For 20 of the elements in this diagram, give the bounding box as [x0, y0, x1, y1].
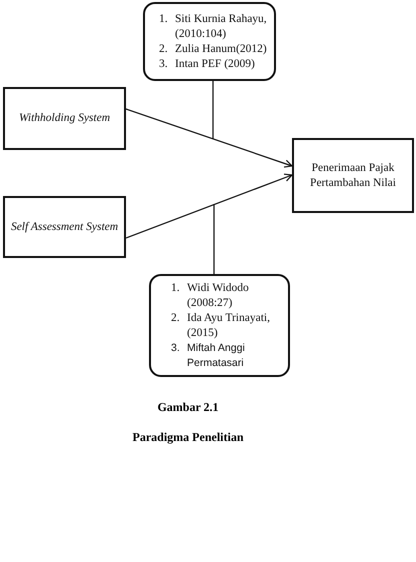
reference-box: [149, 274, 290, 377]
variable-box: [292, 138, 414, 213]
node-label: Penerimaan Pajak Pertambahan Nilai: [309, 160, 397, 190]
variable-box: [3, 87, 126, 150]
reference-item: 3. Miftah Anggi Permatasari: [171, 340, 246, 370]
node-label: Self Assessment System: [10, 220, 120, 234]
reference-item: 2. Zulia Hanum(2012): [159, 42, 267, 56]
figure-caption: Gambar 2.1: [157, 400, 219, 415]
reference-item: 1. Siti Kurnia Rahayu, (2010:104): [159, 12, 268, 42]
reference-box: [143, 2, 276, 81]
connector-line: [213, 204, 215, 274]
reference-item: 2. Ida Ayu Trinayati, (2015): [171, 310, 271, 340]
arrow: [126, 174, 293, 239]
figure-caption: Paradigma Penelitian: [132, 430, 244, 445]
variable-box: [3, 196, 126, 258]
reference-item: 1. Widi Widodo (2008:27): [171, 280, 250, 310]
connector-line: [212, 81, 214, 139]
reference-item: 3. Intan PEF (2009): [159, 56, 255, 72]
node-label: Withholding System: [18, 111, 112, 126]
arrow: [126, 108, 293, 168]
